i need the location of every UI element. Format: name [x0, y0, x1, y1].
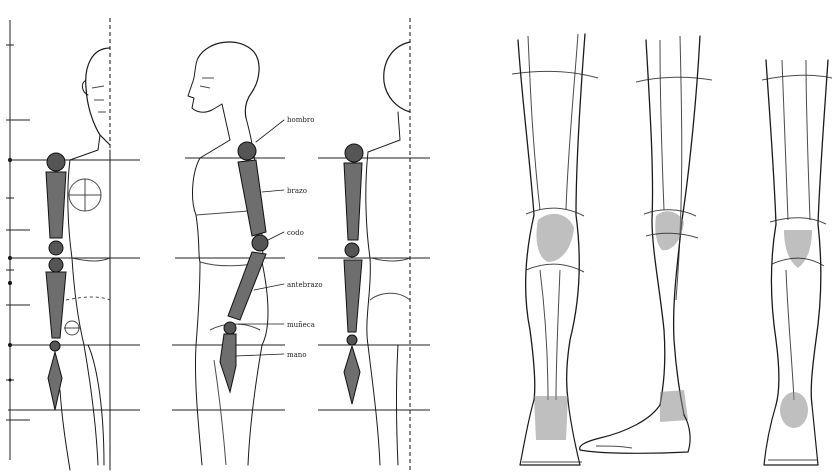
- label-wrist: muñeca: [287, 321, 315, 329]
- leg-front-view: [512, 34, 598, 465]
- label-shoulder: hombro: [287, 116, 314, 124]
- arm-diagram-panel: hombro brazo codo antebrazo muñeca mano: [6, 18, 430, 470]
- side-figure: [188, 42, 284, 465]
- leg-back-view: [762, 60, 832, 465]
- label-hand: mano: [287, 351, 307, 359]
- leg-sketch-panel: [512, 34, 832, 465]
- label-arm: brazo: [287, 187, 307, 195]
- label-forearm: antebrazo: [287, 281, 323, 289]
- label-elbow: codo: [287, 229, 304, 237]
- arm-labels: hombro brazo codo antebrazo muñeca mano: [287, 116, 323, 359]
- proportion-guides: [8, 158, 430, 410]
- back-figure: [344, 42, 410, 465]
- height-ruler: [6, 20, 30, 460]
- front-figure: [46, 48, 110, 470]
- leg-side-view: [580, 36, 712, 453]
